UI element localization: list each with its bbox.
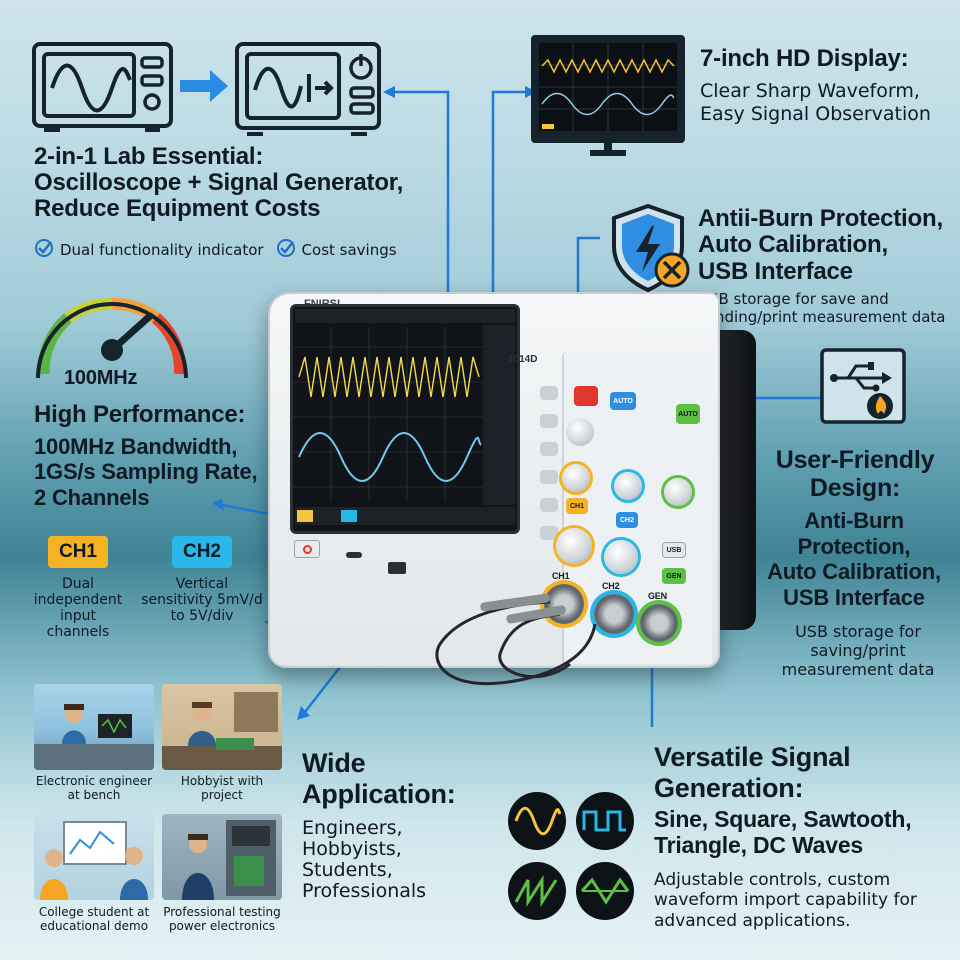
function-button-column	[540, 386, 558, 540]
usb-c-port[interactable]	[346, 552, 362, 558]
f-button[interactable]	[540, 470, 558, 484]
check-circle-icon	[276, 238, 296, 262]
ch1-button[interactable]: CH1	[566, 498, 588, 514]
gauge-label: 100MHz	[64, 367, 138, 389]
usb-fire-icon	[820, 348, 906, 429]
oscilloscope-icon	[30, 40, 175, 140]
gen-knob[interactable]	[664, 478, 692, 506]
check-circle-icon	[34, 238, 54, 262]
ch2-bnc-connector[interactable]	[594, 594, 634, 634]
application-audience: Engineers, Hobbyists, Students, Professi…	[302, 817, 427, 902]
f-button[interactable]	[540, 498, 558, 512]
two-in-one-checks: Dual functionality indicator Cost saving…	[34, 238, 397, 262]
ch2-offset-knob[interactable]	[604, 540, 638, 574]
run-stop-button[interactable]	[574, 386, 598, 406]
square-wave-icon	[576, 792, 634, 850]
display-desc: Clear Sharp Waveform, Easy Signal Observ…	[700, 80, 931, 125]
sine-wave-icon	[508, 792, 566, 850]
gen-button[interactable]: GEN	[662, 568, 686, 584]
user-friendly-desc: USB storage for saving/print measurement…	[781, 622, 935, 680]
signal-wave-types: Sine, Square, Sawtooth, Triangle, DC Wav…	[654, 806, 912, 859]
user-friendly-features: Anti-Burn Protection, Auto Calibration, …	[767, 508, 941, 611]
auto-set-button[interactable]: AUTO	[676, 404, 700, 424]
ch1-bnc-connector[interactable]	[544, 584, 584, 624]
shield-lightning-icon	[602, 202, 694, 299]
signal-title: Versatile Signal Generation:	[654, 742, 851, 803]
display-title: 7-inch HD Display:	[700, 45, 909, 72]
ch2-vertical-knob[interactable]	[614, 472, 642, 500]
application-title: Wide Application:	[302, 748, 456, 809]
scope-screen	[290, 304, 520, 534]
two-in-one-title: 2-in-1 Lab Essential: Oscilloscope + Sig…	[34, 143, 404, 222]
ch1-offset-knob[interactable]	[556, 528, 592, 564]
power-button[interactable]	[294, 540, 320, 558]
gen-bnc-connector[interactable]	[640, 604, 678, 642]
signal-desc: Adjustable controls, custom waveform imp…	[654, 870, 917, 931]
probe-cables	[435, 593, 597, 686]
gen-connector-label: GEN	[648, 591, 667, 601]
auto-button[interactable]: AUTO	[610, 392, 636, 410]
multi-knob[interactable]	[566, 418, 594, 446]
f-button[interactable]	[540, 526, 558, 540]
hobbyist-project-image	[162, 684, 282, 770]
speed-gauge-icon	[32, 278, 192, 393]
device-model-label: 1014D	[508, 354, 538, 365]
professional-testing-image	[162, 814, 282, 900]
student-demo-image	[34, 814, 154, 900]
performance-title: High Performance:	[34, 401, 246, 428]
arrow-right-icon	[180, 68, 230, 109]
sawtooth-wave-icon	[508, 862, 566, 920]
f-button[interactable]	[540, 442, 558, 456]
ch1-vertical-knob[interactable]	[562, 464, 590, 492]
usb-a-port[interactable]	[388, 562, 406, 574]
ch2-connector-label: CH2	[602, 581, 620, 591]
ch2-badge: CH2	[172, 536, 232, 568]
signal-generator-icon	[233, 40, 383, 145]
ch2-button[interactable]: CH2	[616, 512, 638, 528]
user-friendly-title: User-Friendly Design:	[775, 446, 935, 502]
display-monitor-icon	[528, 32, 688, 167]
performance-specs: 100MHz Bandwidth, 1GS/s Sampling Rate, 2…	[34, 434, 258, 510]
ch1-connector-label: CH1	[552, 571, 570, 581]
usb-button[interactable]: USB	[662, 542, 686, 558]
ch2-desc: Vertical sensitivity 5mV/d to 5V/div	[141, 576, 263, 625]
power-icon	[302, 544, 312, 554]
ch1-badge: CH1	[48, 536, 108, 568]
engineer-bench-image	[34, 684, 154, 770]
protection-desc: USB storage for save and sanding/print m…	[698, 290, 946, 326]
triangle-wave-icon	[576, 862, 634, 920]
f-button[interactable]	[540, 414, 558, 428]
protection-title: Antii-Burn Protection, Auto Calibration,…	[698, 205, 943, 285]
f-button[interactable]	[540, 386, 558, 400]
ch1-desc: Dual independent input channels	[33, 576, 123, 641]
